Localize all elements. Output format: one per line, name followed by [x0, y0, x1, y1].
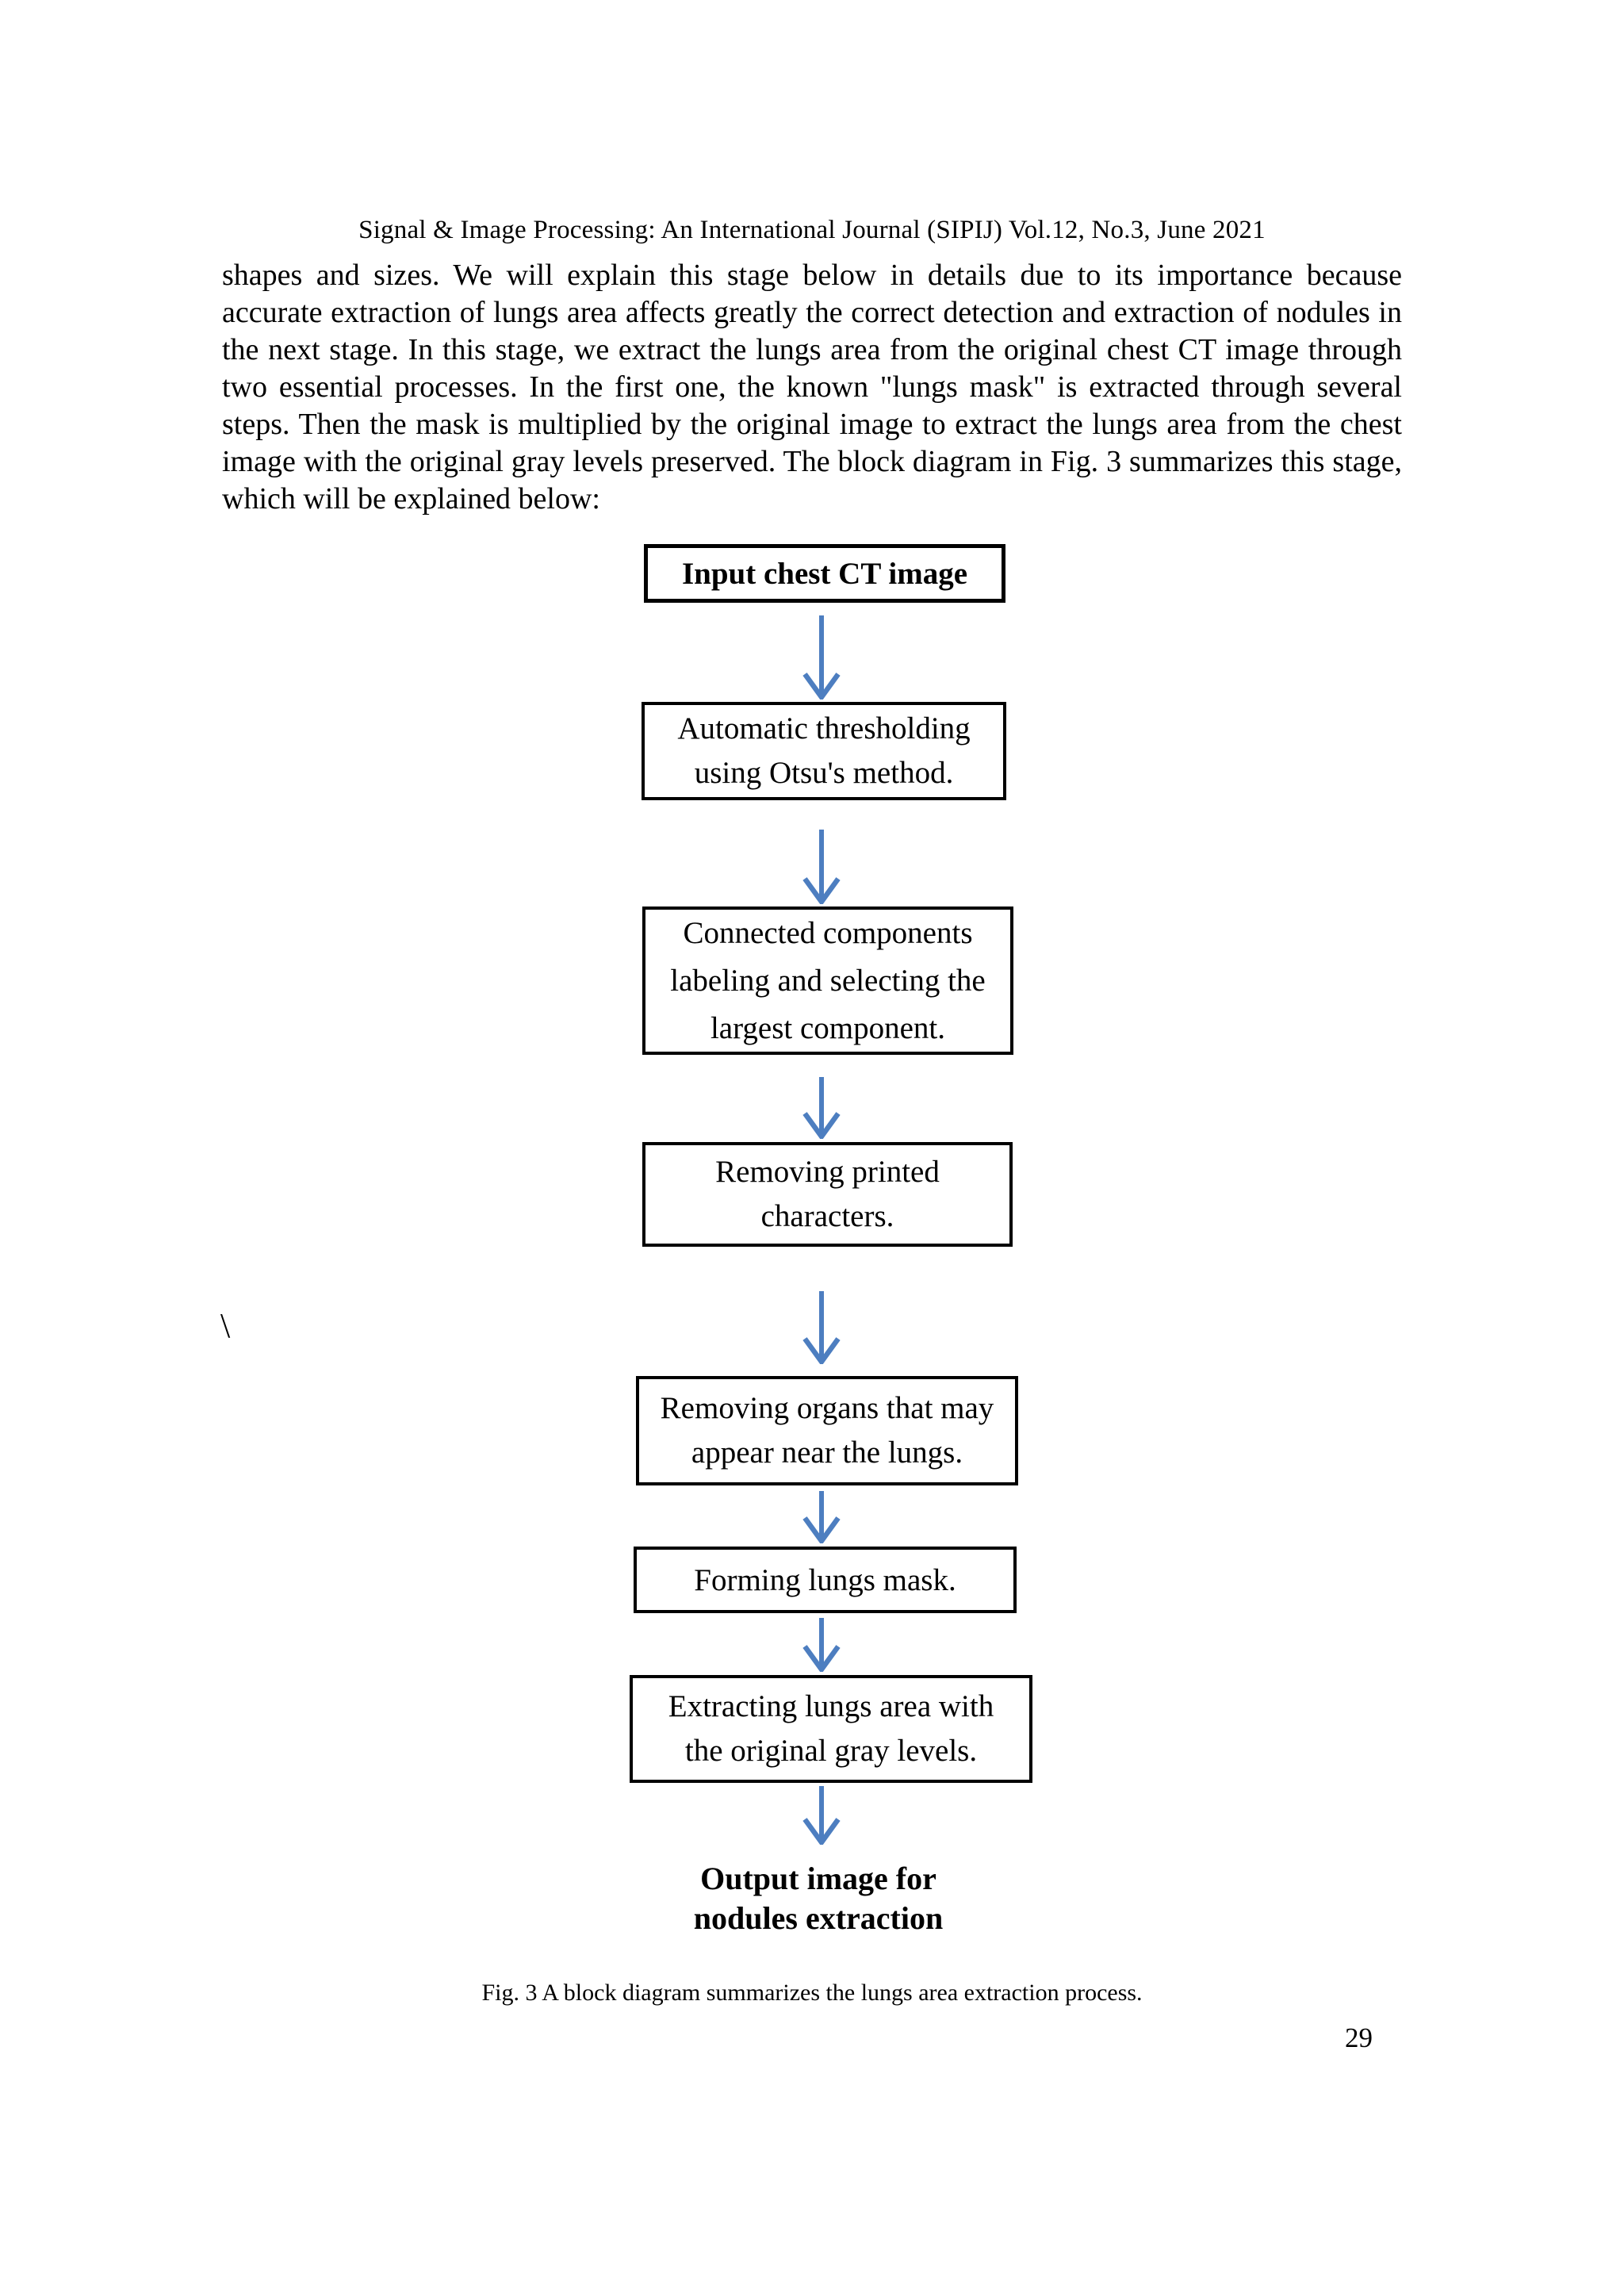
flow-box-removing-organs: Removing organs that may appear near the…	[636, 1376, 1018, 1485]
flow-box-connected-components: Connected components labeling and select…	[642, 907, 1013, 1055]
flow-box-label: Removing organs that may	[660, 1391, 994, 1425]
flow-box-label: labeling and selecting the	[670, 963, 986, 998]
flow-box-label: the original gray levels.	[684, 1734, 978, 1768]
flow-box-label: Removing printed	[715, 1155, 940, 1189]
journal-header: Signal & Image Processing: An Internatio…	[358, 216, 1266, 244]
flow-box-label: largest component.	[710, 1010, 946, 1045]
flow-box-label: using Otsu's method.	[694, 756, 954, 790]
flow-box-label: Automatic thresholding	[677, 711, 971, 746]
flow-box-forming-lungs-mask: Forming lungs mask.	[634, 1547, 1017, 1613]
flow-box-label: characters.	[760, 1199, 894, 1233]
down-arrow-icon	[802, 1491, 841, 1543]
down-arrow-icon	[802, 830, 841, 904]
page-number: 29	[1345, 2022, 1373, 2053]
flow-box-label: Input chest CT image	[681, 556, 968, 591]
down-arrow-icon	[802, 1786, 841, 1845]
flow-box-extracting-lungs-area: Extracting lungs area with the original …	[630, 1675, 1032, 1783]
flow-box-label: Connected components	[683, 915, 973, 950]
flow-terminal-line: Output image for	[700, 1861, 936, 1896]
flow-box-input-chest-ct-image: Input chest CT image	[644, 544, 1005, 603]
body-paragraph: shapes and sizes. We will explain this s…	[222, 259, 1402, 516]
flow-terminal-line: nodules extraction	[693, 1900, 944, 1936]
down-arrow-icon	[802, 1077, 841, 1139]
down-arrow-icon	[802, 1291, 841, 1364]
flow-box-label: Forming lungs mask.	[694, 1562, 956, 1597]
flow-terminal-output-label: Output image for nodules extraction	[422, 1859, 1215, 1938]
flow-box-automatic-thresholding: Automatic thresholding using Otsu's meth…	[642, 702, 1006, 800]
stray-backslash-mark: \	[220, 1306, 231, 1345]
down-arrow-icon	[802, 615, 841, 700]
flow-box-label: Extracting lungs area with	[668, 1689, 994, 1723]
flow-box-label: appear near the lungs.	[691, 1435, 963, 1470]
flow-box-removing-printed-characters: Removing printed characters.	[642, 1142, 1013, 1247]
down-arrow-icon	[802, 1618, 841, 1672]
figure-caption: Fig. 3 A block diagram summarizes the lu…	[481, 1980, 1143, 2006]
